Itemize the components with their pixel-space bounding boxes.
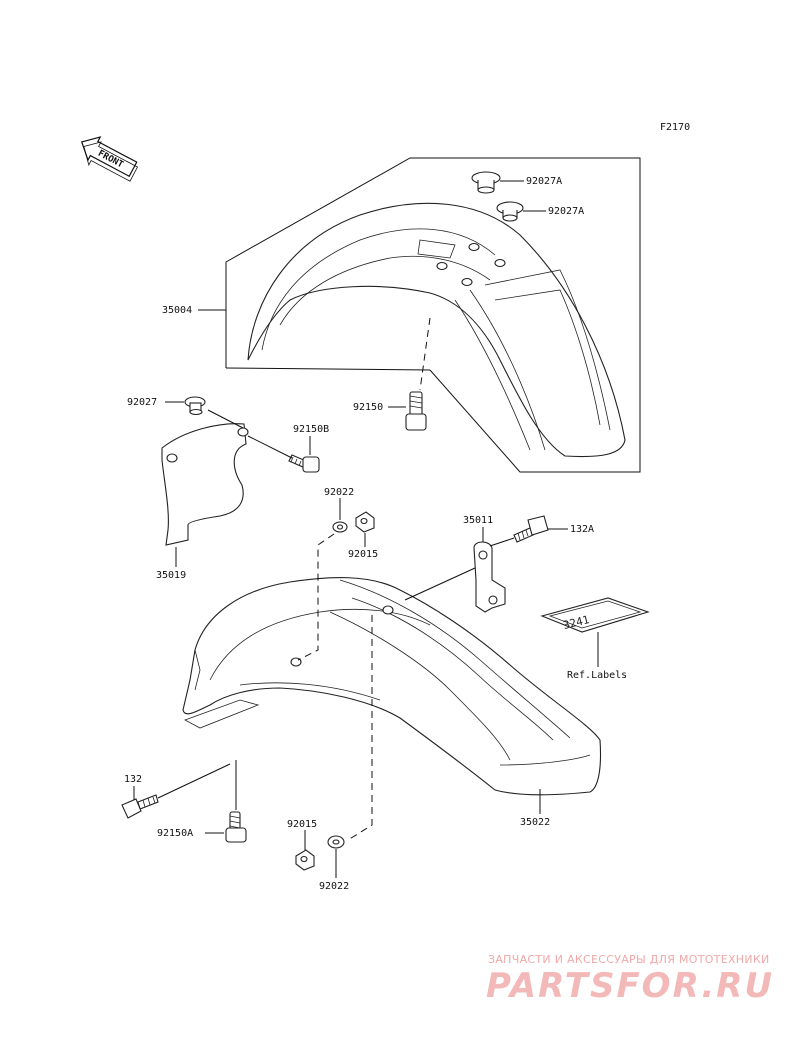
front-fender-35004 [225, 157, 641, 473]
cap-92027A-top [471, 171, 501, 194]
cap-92027 [184, 396, 206, 416]
washer-92022-bottom [327, 835, 345, 849]
label-92027A-top: 92027A [526, 176, 562, 187]
rear-fender-35022 [182, 577, 602, 796]
watermark-tagline: ЗАПЧАСТИ И АКСЕССУАРЫ ДЛЯ МОТОТЕХНИКИ [488, 953, 770, 966]
label-92150B: 92150B [293, 424, 329, 435]
bracket-35019 [161, 396, 320, 546]
label-35022: 35022 [520, 817, 550, 828]
front-arrow-icon: FRONT [80, 136, 139, 182]
label-132A: 132A [570, 524, 594, 535]
bolt-92150 [405, 391, 427, 431]
watermark-logo: PARTSFOR.RU [486, 966, 774, 1006]
label-92027: 92027 [127, 397, 157, 408]
diagram-code: F2170 [660, 122, 690, 133]
bolt-92150A [225, 811, 247, 843]
label-132: 132 [124, 774, 142, 785]
bolt-132A [513, 515, 549, 543]
label-92015-top: 92015 [348, 549, 378, 560]
label-92015-bottom: 92015 [287, 819, 317, 830]
nut-92015-top [355, 511, 375, 533]
label-92150A: 92150A [157, 828, 193, 839]
label-sticker-text: 3241 [562, 613, 591, 632]
label-92022-top: 92022 [324, 487, 354, 498]
washer-92022-top [332, 521, 348, 533]
ref-labels-label: Ref.Labels [567, 670, 627, 681]
bracket-35011 [473, 541, 506, 613]
nut-92015-bottom [295, 849, 315, 871]
cap-92027A-mid [496, 201, 524, 222]
label-35019: 35019 [156, 570, 186, 581]
label-35011: 35011 [463, 515, 493, 526]
ref-label-sticker: 3241 [540, 597, 650, 633]
label-35004: 35004 [162, 305, 192, 316]
bolt-132 [121, 794, 159, 819]
label-92027A-mid: 92027A [548, 206, 584, 217]
label-92150: 92150 [353, 402, 383, 413]
label-92022-bottom: 92022 [319, 881, 349, 892]
bolt-92150B [288, 454, 320, 473]
